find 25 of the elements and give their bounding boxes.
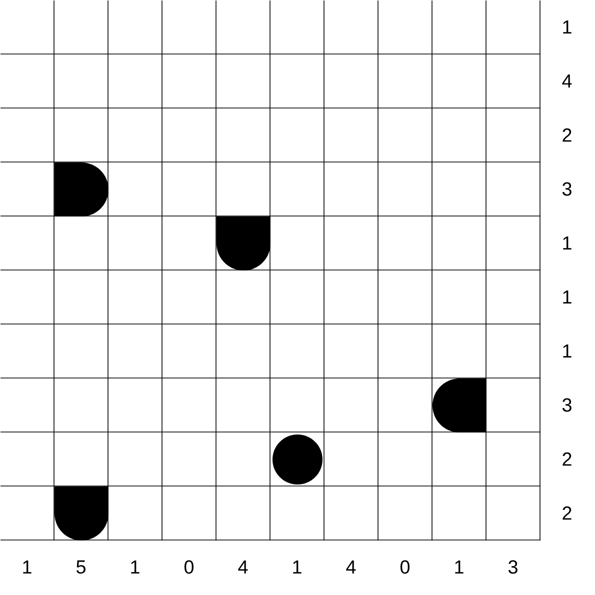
row-clue: 1 bbox=[563, 236, 572, 250]
column-clue: 1 bbox=[131, 560, 140, 574]
ship-segment bbox=[432, 378, 486, 432]
row-clue: 2 bbox=[562, 452, 572, 466]
column-clue: 3 bbox=[508, 560, 518, 574]
column-clue: 1 bbox=[455, 560, 464, 574]
ship-segment bbox=[54, 486, 108, 540]
ship-segment bbox=[54, 162, 108, 216]
row-clue: 2 bbox=[562, 128, 572, 142]
row-clue: 1 bbox=[563, 20, 572, 34]
column-clue: 0 bbox=[400, 560, 410, 574]
row-clue: 3 bbox=[562, 398, 572, 412]
row-clue: 3 bbox=[562, 182, 572, 196]
row-clue: 1 bbox=[563, 344, 572, 358]
column-clue: 4 bbox=[346, 560, 356, 574]
ship-segment bbox=[216, 216, 270, 270]
row-clue: 1 bbox=[563, 290, 572, 304]
column-clue: 0 bbox=[184, 560, 194, 574]
ship-segment bbox=[272, 434, 322, 484]
column-clue: 4 bbox=[238, 560, 248, 574]
row-clue: 2 bbox=[562, 506, 572, 520]
column-clue: 1 bbox=[23, 560, 32, 574]
column-clue: 1 bbox=[293, 560, 302, 574]
column-clue: 5 bbox=[76, 560, 86, 574]
row-clue: 4 bbox=[562, 74, 572, 88]
